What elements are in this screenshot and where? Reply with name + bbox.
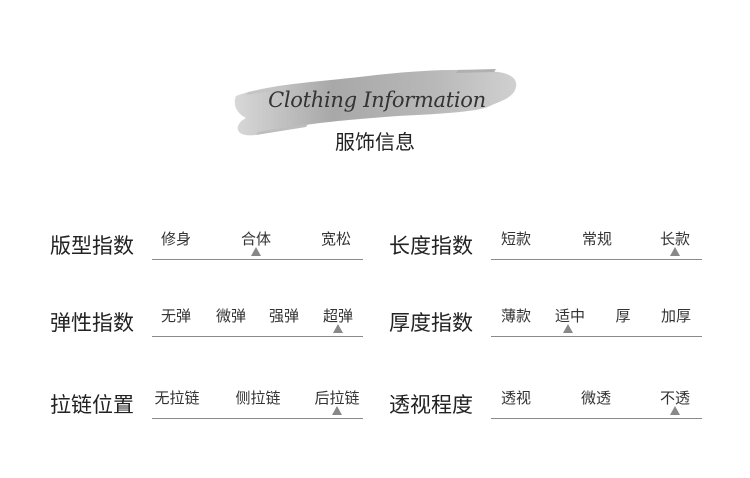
scale-line [491, 259, 702, 260]
scale-track: 透视 微透 不透 [491, 387, 702, 427]
scale-option: 加厚 [660, 307, 692, 325]
row-label: 拉链位置 [50, 393, 134, 417]
scale-track: 修身 合体 宽松 [152, 228, 363, 268]
scale-option: 透视 [500, 389, 532, 407]
scale-line [491, 418, 702, 419]
chinese-title: 服饰信息 [335, 130, 415, 154]
scale-option: 微透 [580, 389, 612, 407]
scale-track: 无拉链 侧拉链 后拉链 [152, 387, 363, 427]
scale-track: 薄款 适中 厚 加厚 [491, 305, 702, 345]
info-row: 拉链位置 无拉链 侧拉链 后拉链 [50, 387, 363, 447]
scale-line [152, 418, 363, 419]
scale-option: 超弹 [322, 307, 354, 325]
row-label: 版型指数 [50, 234, 134, 258]
scale-option: 微弹 [215, 307, 247, 325]
scale-option: 侧拉链 [235, 389, 281, 407]
scale-option: 修身 [160, 230, 192, 248]
row-label: 长度指数 [389, 234, 473, 258]
scale-option: 无弹 [160, 307, 192, 325]
scale-line [491, 336, 702, 337]
scale-line [152, 259, 363, 260]
scale-track: 短款 常规 长款 [491, 228, 702, 268]
header: Clothing Information 服饰信息 [0, 0, 750, 170]
triangle-up-icon [670, 406, 680, 415]
scale-option: 适中 [554, 307, 586, 325]
scale-option: 强弹 [268, 307, 300, 325]
info-row: 长度指数 短款 常规 长款 [389, 228, 702, 288]
row-label: 厚度指数 [389, 311, 473, 335]
scale-line [152, 336, 363, 337]
info-row: 弹性指数 无弹 微弹 强弹 超弹 [50, 305, 363, 365]
info-row: 透视程度 透视 微透 不透 [389, 387, 702, 447]
triangle-up-icon [563, 324, 573, 333]
scale-option: 宽松 [320, 230, 352, 248]
scale-option: 合体 [240, 230, 272, 248]
scale-option: 长款 [659, 230, 691, 248]
info-row: 版型指数 修身 合体 宽松 [50, 228, 363, 288]
brush-stroke-icon [234, 69, 517, 136]
scale-option: 厚 [615, 307, 631, 325]
triangle-up-icon [332, 406, 342, 415]
info-row: 厚度指数 薄款 适中 厚 加厚 [389, 305, 702, 365]
scale-option: 不透 [659, 389, 691, 407]
scale-option: 无拉链 [154, 389, 200, 407]
triangle-up-icon [333, 324, 343, 333]
triangle-up-icon [670, 247, 680, 256]
scale-option: 薄款 [500, 307, 532, 325]
scale-option: 短款 [500, 230, 532, 248]
row-label: 透视程度 [389, 393, 473, 417]
scale-option: 后拉链 [314, 389, 360, 407]
triangle-up-icon [251, 247, 261, 256]
scale-track: 无弹 微弹 强弹 超弹 [152, 305, 363, 345]
english-title: Clothing Information [268, 88, 486, 112]
row-label: 弹性指数 [50, 311, 134, 335]
scale-option: 常规 [581, 230, 613, 248]
